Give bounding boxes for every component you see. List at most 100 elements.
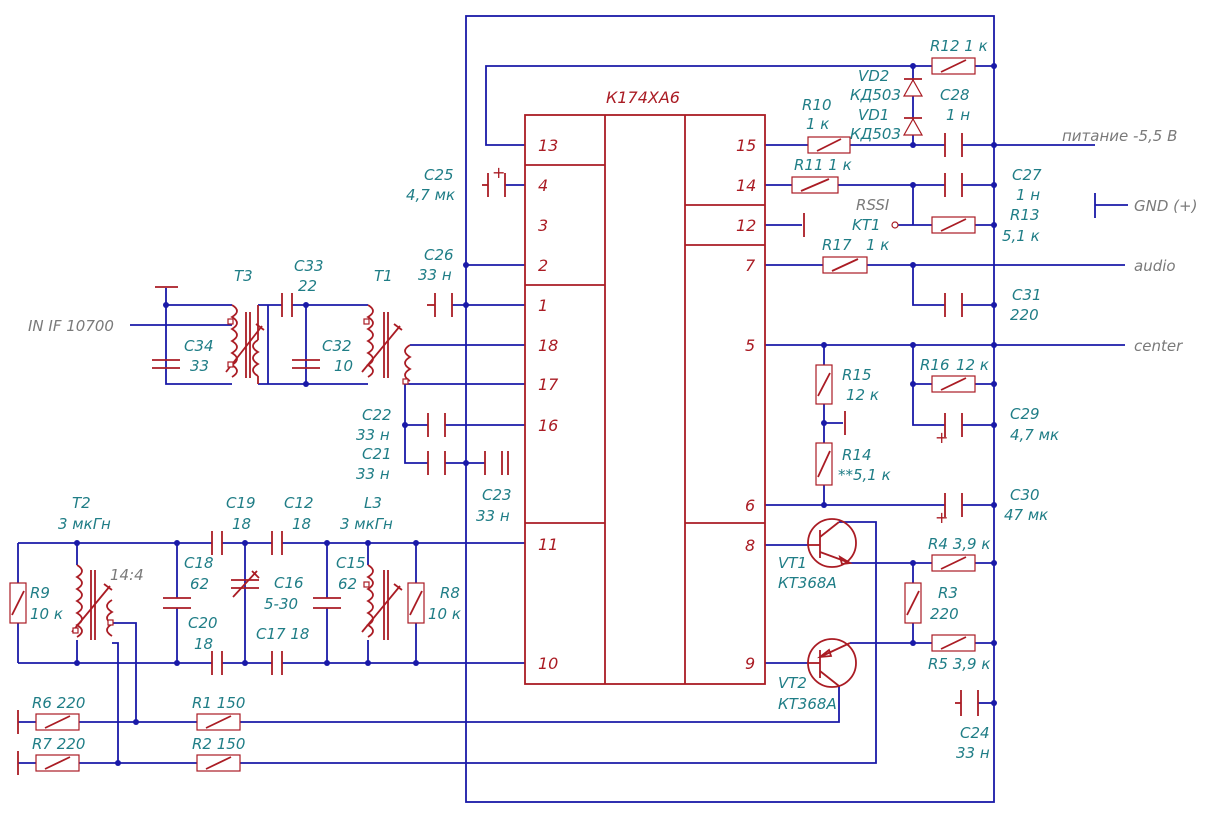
capacitor-c27 <box>944 173 963 197</box>
capacitor-c22 <box>427 413 446 437</box>
label-c16: C16 <box>274 574 304 592</box>
chip-k174xa6: К174ХА6 13 4 3 2 1 18 17 16 11 10 15 14 … <box>524 88 766 685</box>
label-c34-val: 33 <box>190 357 209 375</box>
label-vt1: VT1 <box>778 554 807 572</box>
port-gnd: GND (+) <box>1134 197 1197 215</box>
label-rssi: RSSI <box>856 196 890 214</box>
label-c23-val: 33 н <box>476 507 510 525</box>
transistor-vt1 <box>807 518 857 568</box>
label-c12: C12 <box>284 494 314 512</box>
svg-text:+: + <box>935 428 948 447</box>
label-r10: R10 <box>802 96 832 114</box>
pin-11: 11 <box>538 535 558 554</box>
pin-2: 2 <box>538 256 548 275</box>
label-t2: T2 <box>72 494 91 512</box>
label-r10-val: 1 к <box>806 115 829 133</box>
label-r17-val: 1 к <box>866 236 889 254</box>
pin-3: 3 <box>538 216 548 235</box>
pin-16: 16 <box>538 416 558 435</box>
label-t1: T1 <box>374 267 393 285</box>
label-c26: C26 <box>424 246 454 264</box>
capacitor-c25: + <box>482 163 506 197</box>
label-c17: C17 18 <box>256 625 309 643</box>
resistors <box>9 57 976 772</box>
diodes <box>902 78 924 136</box>
resistor-r14 <box>815 442 833 486</box>
label-r14: R14 <box>842 446 872 464</box>
junction-dots <box>74 63 997 766</box>
label-vd2-type: КД503 <box>850 86 901 104</box>
label-r1: R1 150 <box>192 694 245 712</box>
label-c16-val: 5-30 <box>264 595 298 613</box>
capacitor-c17 <box>271 651 283 675</box>
resistor-r13 <box>931 216 976 234</box>
svg-text:+: + <box>935 508 948 527</box>
resistor-r12 <box>931 57 976 75</box>
capacitor-c12 <box>271 531 283 555</box>
label-r11: R11 1 к <box>794 156 852 174</box>
pin-14: 14 <box>736 176 756 195</box>
label-r3: R3 <box>938 584 958 602</box>
label-c22: C22 <box>362 406 392 424</box>
capacitor-c26 <box>427 293 453 317</box>
label-c27-val: 1 н <box>1016 186 1040 204</box>
label-c18: C18 <box>184 554 214 572</box>
label-t3: T3 <box>234 267 253 285</box>
label-c31: C31 <box>1012 286 1042 304</box>
label-c28-val: 1 н <box>946 106 970 124</box>
label-c23: C23 <box>482 486 512 504</box>
transistors <box>807 518 857 688</box>
pin-9: 9 <box>745 654 755 673</box>
label-c33: C33 <box>294 257 324 275</box>
label-vd1: VD1 <box>858 106 889 124</box>
diode-vd1 <box>902 117 924 136</box>
transistor-vt2 <box>807 638 857 688</box>
capacitor-c15 <box>313 597 341 609</box>
pin-13: 13 <box>538 136 558 155</box>
pin-15: 15 <box>736 136 756 155</box>
capacitor-c33 <box>281 293 293 317</box>
label-kt1: KT1 <box>852 216 881 234</box>
terminals <box>17 213 899 775</box>
chip-title: К174ХА6 <box>606 88 680 107</box>
pin-6: 6 <box>745 496 755 515</box>
label-c19: C19 <box>226 494 256 512</box>
capacitor-c19 <box>211 531 223 555</box>
resistor-r7 <box>35 754 80 772</box>
label-r3-val: 220 <box>930 605 959 623</box>
pin-7: 7 <box>745 256 756 275</box>
label-r8: R8 <box>440 584 460 602</box>
label-c22-val: 33 н <box>356 426 390 444</box>
capacitor-c32 <box>292 359 320 369</box>
label-ratio: 14:4 <box>110 566 144 584</box>
label-c34: C34 <box>184 337 214 355</box>
label-c32: C32 <box>322 337 352 355</box>
resistor-r9 <box>9 582 27 624</box>
label-l3: L3 <box>364 494 382 512</box>
label-c21: C21 <box>362 445 392 463</box>
label-r4: R4 3,9 к <box>928 535 990 553</box>
pin-17: 17 <box>538 375 559 394</box>
port-if-input: IN IF 10700 <box>28 317 114 335</box>
pin-1: 1 <box>538 296 548 315</box>
pin-5: 5 <box>745 336 755 355</box>
label-r16: R16 <box>920 356 950 374</box>
label-r7: R7 220 <box>32 735 85 753</box>
port-center: center <box>1134 337 1183 355</box>
label-r12: R12 1 к <box>930 37 988 55</box>
label-c30: C30 <box>1010 486 1040 504</box>
resistor-r11 <box>791 176 839 194</box>
pin-18: 18 <box>538 336 558 355</box>
port-power: питание -5,5 В <box>1062 127 1177 145</box>
resistor-r4 <box>931 554 976 572</box>
label-r2: R2 150 <box>192 735 245 753</box>
capacitor-c18 <box>163 597 191 609</box>
label-c29-val: 4,7 мк <box>1010 426 1059 444</box>
label-c24: C24 <box>960 724 990 742</box>
label-c31-val: 220 <box>1010 306 1039 324</box>
label-c32-val: 10 <box>334 357 353 375</box>
label-c20-val: 18 <box>194 635 213 653</box>
label-r8-val: 10 к <box>428 605 461 623</box>
label-t2-val: 3 мкГн <box>58 515 111 533</box>
label-c26-val: 33 н <box>418 266 452 284</box>
